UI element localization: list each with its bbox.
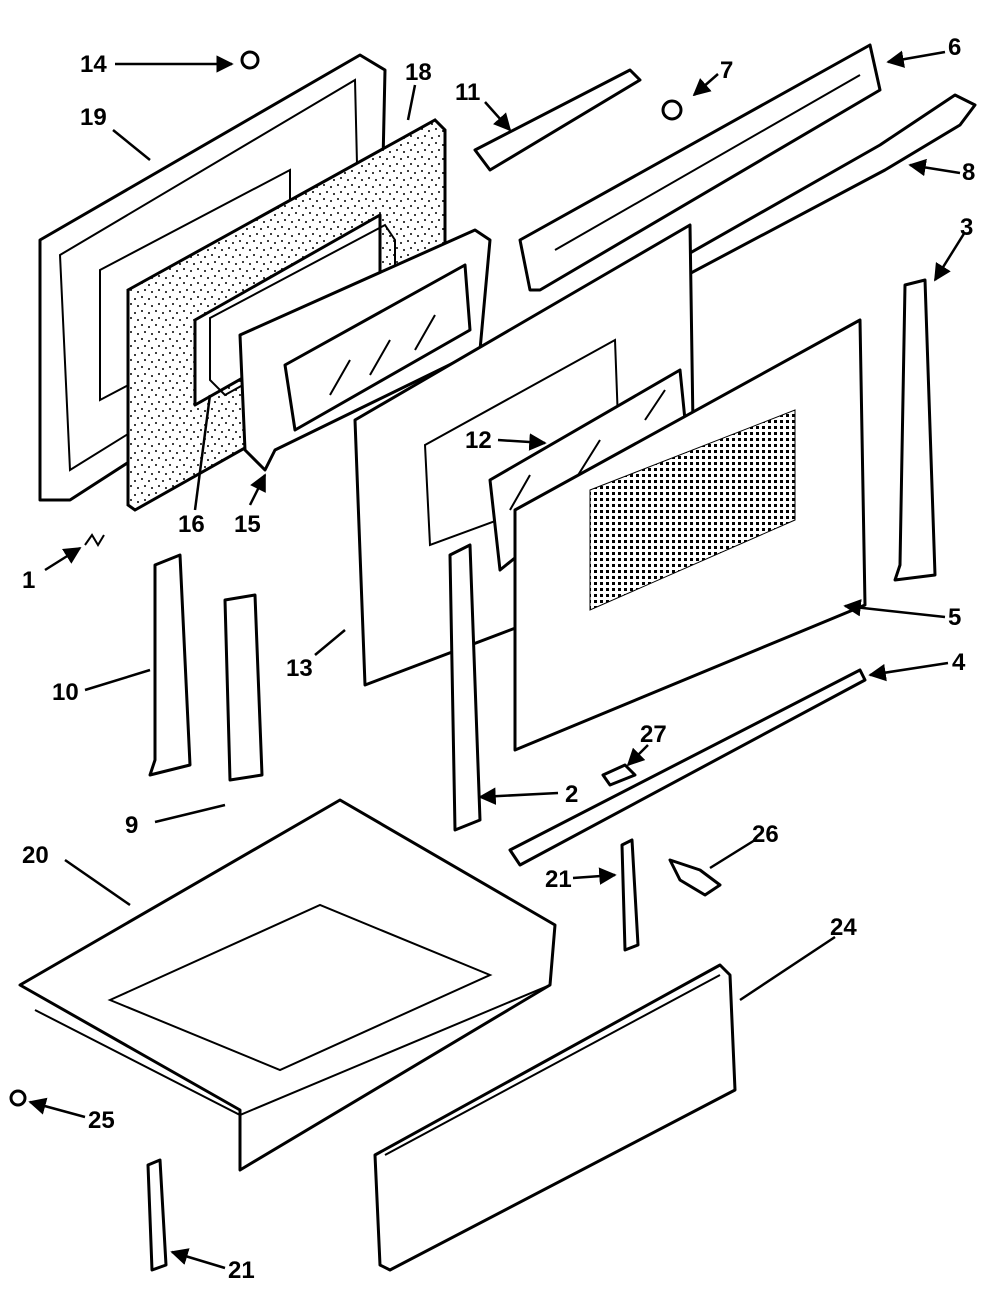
callout-18: 18 xyxy=(405,59,432,86)
callout-16: 16 xyxy=(178,511,205,538)
callout-19: 19 xyxy=(80,104,107,131)
callout-25: 25 xyxy=(88,1107,115,1134)
callout-27: 27 xyxy=(640,721,667,748)
callout-26: 26 xyxy=(752,821,779,848)
callout-2: 2 xyxy=(565,781,578,808)
callout-24: 24 xyxy=(830,914,857,941)
callout-labels: 14 19 18 11 7 6 8 3 12 16 15 1 5 13 4 10… xyxy=(22,34,975,1284)
side-trim-right xyxy=(893,278,937,582)
callout-9: 9 xyxy=(125,812,138,839)
storage-drawer xyxy=(18,798,557,1172)
callout-14: 14 xyxy=(80,51,107,78)
callout-21-lower: 21 xyxy=(228,1257,255,1284)
callout-5: 5 xyxy=(948,604,961,631)
callout-3: 3 xyxy=(960,214,973,241)
callout-15: 15 xyxy=(234,511,261,538)
callout-11: 11 xyxy=(455,79,480,106)
roller-26 xyxy=(668,858,722,897)
callout-7: 7 xyxy=(720,57,733,84)
callout-13: 13 xyxy=(286,655,313,682)
callout-10: 10 xyxy=(52,679,79,706)
door-glass-assembly xyxy=(238,228,492,472)
callout-21-upper: 21 xyxy=(545,866,572,893)
drawer-front xyxy=(373,963,737,1272)
callout-1: 1 xyxy=(22,567,35,594)
screw-14 xyxy=(240,50,260,70)
spring-1 xyxy=(84,533,105,547)
drawer-rail-left xyxy=(146,1158,168,1272)
screw-25 xyxy=(9,1089,27,1107)
control-panel-bracket xyxy=(518,43,882,292)
drawer-rail-right xyxy=(620,838,640,952)
spacer-block xyxy=(223,593,264,782)
hinge-10 xyxy=(148,553,192,777)
bottom-hinge-bar xyxy=(508,668,867,867)
side-trim-left xyxy=(448,543,482,832)
callout-6: 6 xyxy=(948,34,961,61)
leader-lines xyxy=(28,50,967,1270)
callout-20: 20 xyxy=(22,842,49,869)
callout-4: 4 xyxy=(952,649,966,676)
callout-12: 12 xyxy=(465,427,492,454)
nut-7 xyxy=(661,99,683,121)
outer-door-panel xyxy=(513,318,867,752)
callout-8: 8 xyxy=(962,159,975,186)
top-bracket xyxy=(473,68,642,172)
clip-27 xyxy=(601,763,637,787)
